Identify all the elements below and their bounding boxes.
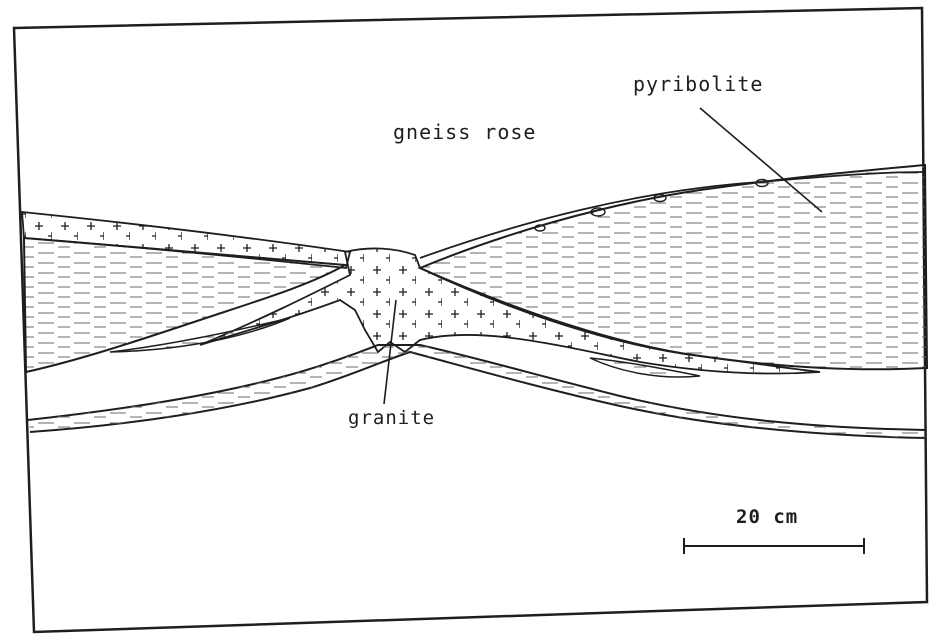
granite-label: granite <box>348 407 435 429</box>
gneiss-rose-label: gneiss rose <box>393 120 536 144</box>
pyribolite-label: pyribolite <box>633 72 763 96</box>
scale-bar-label: 20 cm <box>736 506 798 528</box>
